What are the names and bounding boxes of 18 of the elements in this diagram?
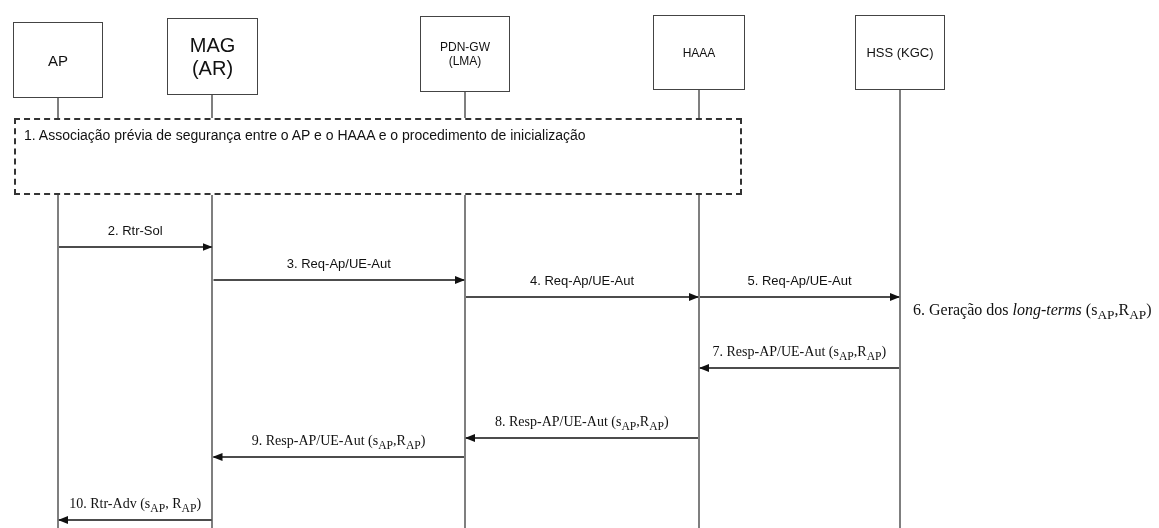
edge-label: 9. Resp-AP/UE-Aut (s$_{AP}$,R$_{AP}$) [250,433,427,452]
edge-label: 10. Rtr-Adv (s$_{AP}$, R$_{AP}$) [68,496,203,515]
arrow [465,293,699,301]
edge-label: 2. Rtr-Sol [106,223,164,238]
arrow [699,364,900,372]
edge-label: 7. Resp-AP/UE-Aut (s$_{AP}$,R$_{AP}$) [711,344,888,363]
edge-label: 8. Resp-AP/UE-Aut (s$_{AP}$,R$_{AP}$) [494,414,670,433]
edge-label: 5. Req-Ap/UE-Aut [746,273,853,288]
arrow [58,243,213,251]
edge-label: 4. Req-Ap/UE-Aut [529,273,636,288]
arrow [465,434,699,442]
arrow [212,276,465,284]
arrow [58,516,213,524]
step-note: 6. Geração dos long-terms (s$_{AP}$,R$_{AP}$) [912,300,1153,325]
edge-label: 3. Req-Ap/UE-Aut [285,256,392,271]
note-box: 1. Associação prévia de segurança entre o AP e o HAAA e o procedimento de inicialização [14,118,742,195]
arrow [212,453,465,461]
arrow [699,293,900,301]
